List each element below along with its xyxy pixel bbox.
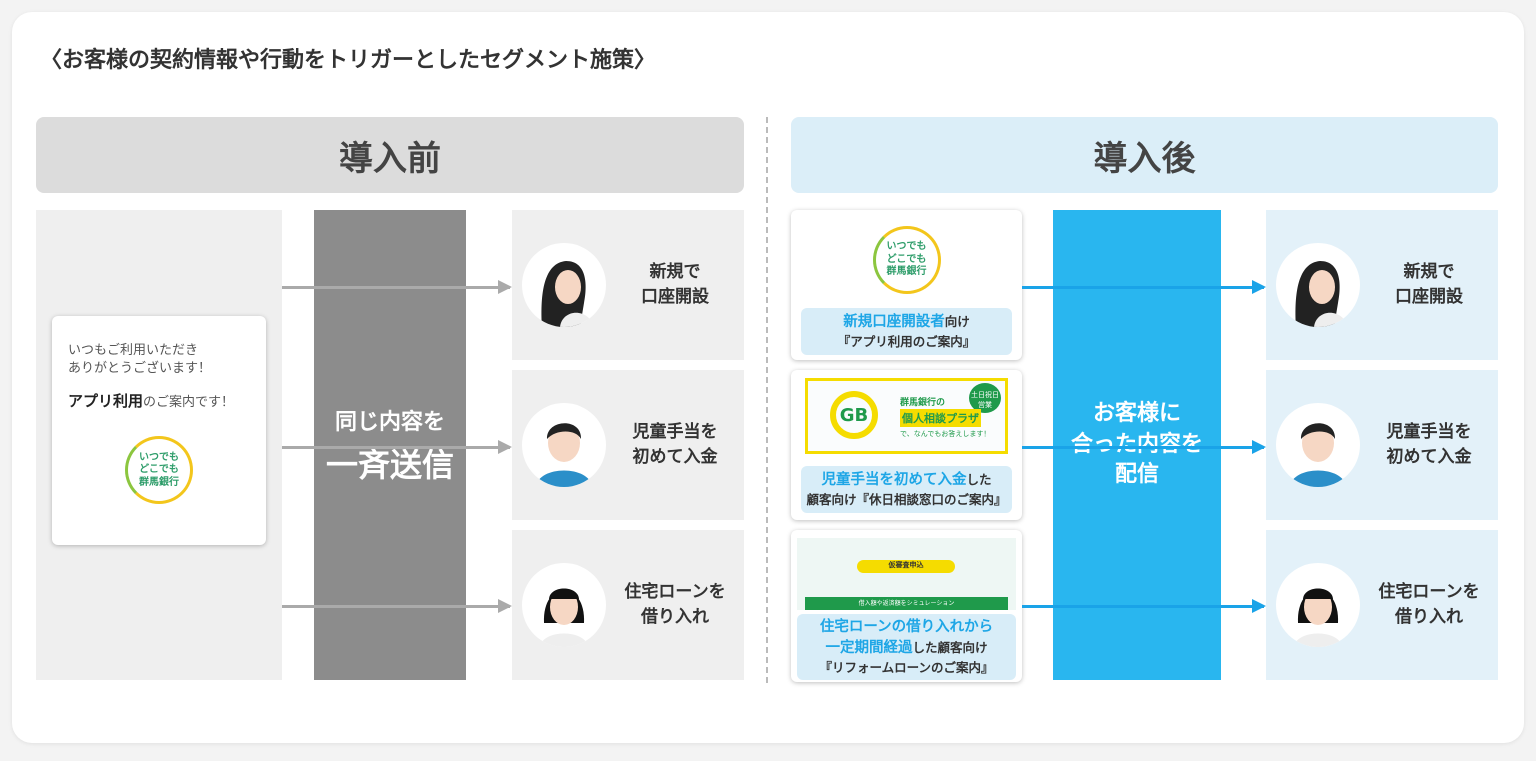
customer-avatar-icon [522,243,606,327]
flow-arrow [282,599,512,613]
column-line: 合った内容を [1070,431,1203,457]
column-line: お客様に [1092,400,1181,426]
target-label: 住宅ローンを [624,582,726,603]
segment-message-card: いつでもどこでも群馬銀行 新規口座開設者向け『アプリ利用のご案内』 [791,210,1022,360]
segment-delivery-column: お客様に 合った内容を 配信 [1053,210,1221,680]
column-line: 同じ内容を [334,410,445,435]
gb-logo: GB [830,391,878,439]
message-line: ありがとうございます！ [68,361,212,377]
loan-banner: 仮審査申込 借入額や返済額をシミュレーション [797,538,1016,610]
app-illustration: いつでもどこでも群馬銀行 [68,425,250,515]
banner-text: 群馬銀行の [900,398,946,408]
flow-arrow [282,280,512,294]
target-label: 新規で [649,262,701,283]
customer-avatar-icon [522,403,606,487]
flow-arrow [1022,280,1266,294]
caption-highlight: 児童手当を初めて入金 [821,472,967,488]
column-line: 一斉送信 [325,446,454,484]
message-rest: のご案内です！ [143,395,235,411]
caption-text: した顧客向け [912,640,988,656]
before-header: 導入前 [36,117,744,193]
segment-message-card: 仮審査申込 借入額や返済額をシミュレーション 住宅ローンの借り入れから一定期間経… [791,530,1022,682]
customer-avatar-icon [522,563,606,647]
broadcast-message-card: いつもご利用いただきありがとうございます！ アプリ利用のご案内です！ いつでもど… [52,316,266,545]
badge: 土日祝日営業 [969,383,1001,413]
divider [766,117,768,683]
message-line: いつもご利用いただき [68,343,199,358]
target-customer-card: 児童手当を初めて入金 [1266,370,1498,520]
caption-text: した [966,472,992,487]
caption-highlight: 一定期間経過 [825,640,913,657]
banner-text: で、なんでもお答えします！ [900,430,991,438]
caption-text: 『アプリ利用のご案内』 [837,334,976,350]
target-customer-card: 児童手当を初めて入金 [512,370,744,520]
segment-message-card: GB 土日祝日営業 群馬銀行の 個人相談プラザ で、なんでもお答えします！ 児童… [791,370,1022,520]
target-customer-card: 新規で口座開設 [512,210,744,360]
logo-ring: いつでもどこでも群馬銀行 [872,226,941,294]
page-title: 〈お客様の契約情報や行動をトリガーとしたセグメント施策〉 [40,48,657,73]
caption-highlight: 新規口座開設者 [843,314,945,330]
caption-highlight: 住宅ローンの借り入れから [819,619,994,635]
customer-avatar-icon [1276,563,1360,647]
logo-ring: いつでもどこでも群馬銀行 [125,436,193,505]
target-label: 住宅ローンを [1378,582,1480,603]
consultation-banner: GB 土日祝日営業 群馬銀行の 個人相談プラザ で、なんでもお答えします！ [805,378,1008,454]
target-label: 借り入れ [1395,607,1463,627]
broadcast-column: 同じ内容を 一斉送信 [314,210,466,680]
target-label: 児童手当を [1386,422,1472,443]
app-illustration: いつでもどこでも群馬銀行 [801,218,1012,302]
customer-avatar-icon [1276,243,1360,327]
message-bold: アプリ利用 [68,392,144,411]
target-customer-card: 住宅ローンを借り入れ [512,530,744,680]
target-label: 初めて入金 [632,447,718,467]
caption-text: 『リフォームローンのご案内』 [819,660,994,676]
caption-text: 顧客向け『休日相談窓口のご案内』 [806,492,1007,508]
customer-avatar-icon [1276,403,1360,487]
target-label: 新規で [1403,262,1455,283]
flow-arrow [1022,599,1266,613]
flow-arrow [1022,440,1266,454]
target-customer-card: 新規で口座開設 [1266,210,1498,360]
after-header: 導入後 [791,117,1498,193]
target-label: 初めて入金 [1386,447,1472,467]
caption-text: 向け [944,314,970,329]
column-line: 配信 [1114,462,1159,488]
target-label: 口座開設 [641,287,709,307]
banner-text: 個人相談プラザ [900,409,981,427]
simulation-bar: 借入額や返済額をシミュレーション [805,597,1008,610]
apply-button-image: 仮審査申込 [857,560,955,573]
target-label: 児童手当を [632,422,718,443]
target-label: 借り入れ [641,607,709,627]
target-customer-card: 住宅ローンを借り入れ [1266,530,1498,680]
flow-arrow [282,440,512,454]
target-label: 口座開設 [1395,287,1463,307]
